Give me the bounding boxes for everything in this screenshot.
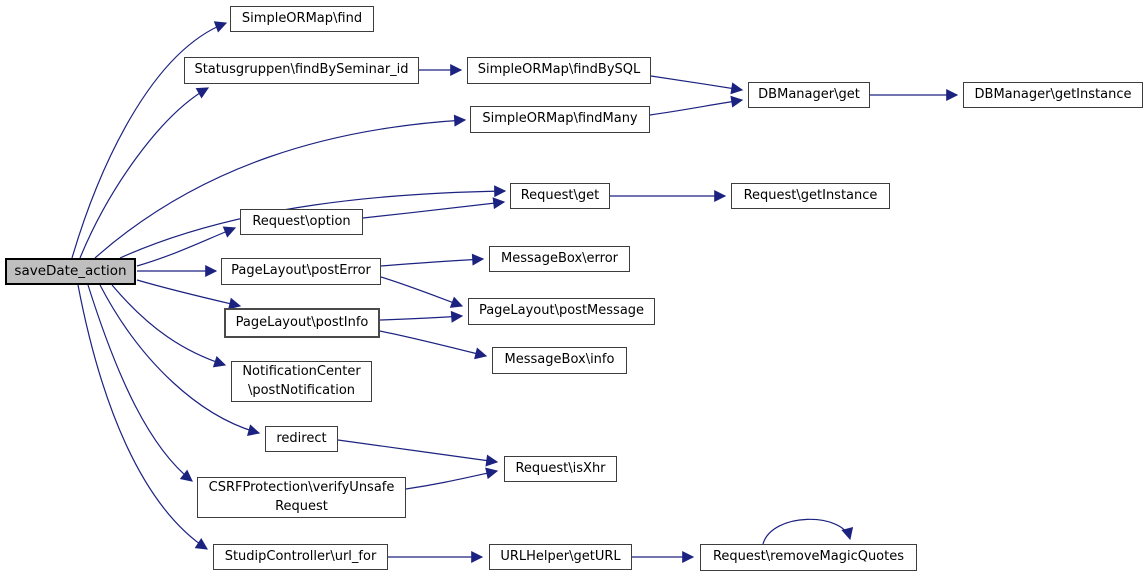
node-label-line2: Request: [275, 498, 328, 514]
node-label: Request\isXhr: [515, 460, 606, 476]
edge-posterror-to-postmessage: [380, 276, 464, 308]
node-dbmanager-getinstance[interactable]: DBManager\getInstance: [963, 82, 1143, 108]
node-label: Request\option: [252, 213, 351, 229]
node-label: StudipController\url_for: [224, 548, 377, 564]
node-label: saveDate_action: [14, 263, 127, 280]
node-label: Request\get: [520, 187, 600, 203]
node-savedate-action: saveDate_action: [5, 258, 136, 285]
node-dbmanager-get[interactable]: DBManager\get: [748, 82, 870, 108]
node-studipcontroller-url-for[interactable]: StudipController\url_for: [213, 544, 388, 570]
node-simpleormap-find[interactable]: SimpleORMap\find: [230, 6, 374, 32]
node-label-line1: NotificationCenter: [242, 363, 361, 379]
node-label-line1: CSRFProtection\verifyUnsafe: [208, 479, 395, 495]
edge-postinfo-to-messagebox-info: [379, 330, 488, 360]
node-request-get[interactable]: Request\get: [510, 183, 610, 209]
node-redirect[interactable]: redirect: [265, 426, 338, 452]
node-messagebox-error[interactable]: MessageBox\error: [489, 246, 630, 272]
node-label: URLHelper\getURL: [500, 548, 621, 564]
node-urlhelper-geturl[interactable]: URLHelper\getURL: [489, 544, 632, 570]
node-messagebox-info[interactable]: MessageBox\info: [492, 347, 627, 374]
edge-option-to-request-get: [362, 197, 506, 219]
node-statusgruppen-findbyseminar-id[interactable]: Statusgruppen\findBySeminar_id: [184, 57, 419, 84]
node-label: PageLayout\postInfo: [235, 314, 369, 330]
edge-redirect-to-isxhr: [337, 439, 499, 467]
node-label: DBManager\get: [758, 86, 860, 102]
edge-savedate-to-request-get: [119, 185, 507, 259]
node-csrfprotection-verifyunsaferequest[interactable]: CSRFProtection\verifyUnsafe Request: [197, 477, 406, 518]
node-label: PageLayout\postMessage: [478, 303, 645, 319]
edge-posterror-to-messagebox-error: [380, 253, 485, 267]
node-request-getinstance[interactable]: Request\getInstance: [731, 183, 890, 209]
node-notificationcenter-postnotification[interactable]: NotificationCenter \postNotification: [231, 361, 372, 402]
edge-savedate-to-urlfor: [77, 284, 209, 550]
node-request-isxhr[interactable]: Request\isXhr: [504, 456, 617, 482]
node-label: DBManager\getInstance: [974, 86, 1132, 102]
node-label: redirect: [276, 430, 327, 446]
edge-findbysql-to-dbmanager-get: [650, 75, 744, 95]
edge-savedate-to-postinfo: [136, 279, 242, 310]
edge-savedate-to-csrf: [87, 284, 193, 482]
edge-savedate-to-findbyseminarid: [79, 87, 210, 259]
node-simpleormap-findmany[interactable]: SimpleORMap\findMany: [470, 106, 650, 133]
node-pagelayout-postinfo[interactable]: PageLayout\postInfo: [224, 308, 380, 338]
node-request-removemagicquotes[interactable]: Request\removeMagicQuotes: [700, 544, 917, 571]
node-label: Statusgruppen\findBySeminar_id: [194, 62, 409, 78]
edge-savedate-to-redirect: [99, 284, 261, 436]
node-label-line2: \postNotification: [247, 382, 356, 398]
node-label: MessageBox\error: [501, 250, 618, 266]
node-label: Request\removeMagicQuotes: [712, 549, 905, 565]
edge-removemagicquotes-self-loop: [762, 518, 854, 545]
node-label: SimpleORMap\findBySQL: [477, 62, 641, 78]
node-pagelayout-posterror[interactable]: PageLayout\postError: [221, 258, 381, 285]
node-request-option[interactable]: Request\option: [240, 209, 363, 235]
node-label: MessageBox\info: [504, 352, 615, 368]
edge-savedate-to-request-option: [136, 226, 237, 267]
node-label: SimpleORMap\findMany: [482, 111, 638, 127]
node-label: Request\getInstance: [743, 187, 878, 203]
node-label: SimpleORMap\find: [241, 10, 363, 26]
edge-savedate-to-postnotification: [111, 284, 227, 368]
edge-csrf-to-isxhr: [405, 467, 499, 490]
edge-savedate-to-find: [71, 21, 228, 259]
node-pagelayout-postmessage[interactable]: PageLayout\postMessage: [468, 298, 655, 325]
node-simpleormap-findbysql[interactable]: SimpleORMap\findBySQL: [467, 57, 651, 84]
edge-postinfo-to-postmessage: [379, 310, 464, 323]
edge-findmany-to-dbmanager-get: [649, 95, 744, 116]
node-label: PageLayout\postError: [231, 263, 371, 279]
edge-savedate-to-findmany: [94, 114, 467, 259]
